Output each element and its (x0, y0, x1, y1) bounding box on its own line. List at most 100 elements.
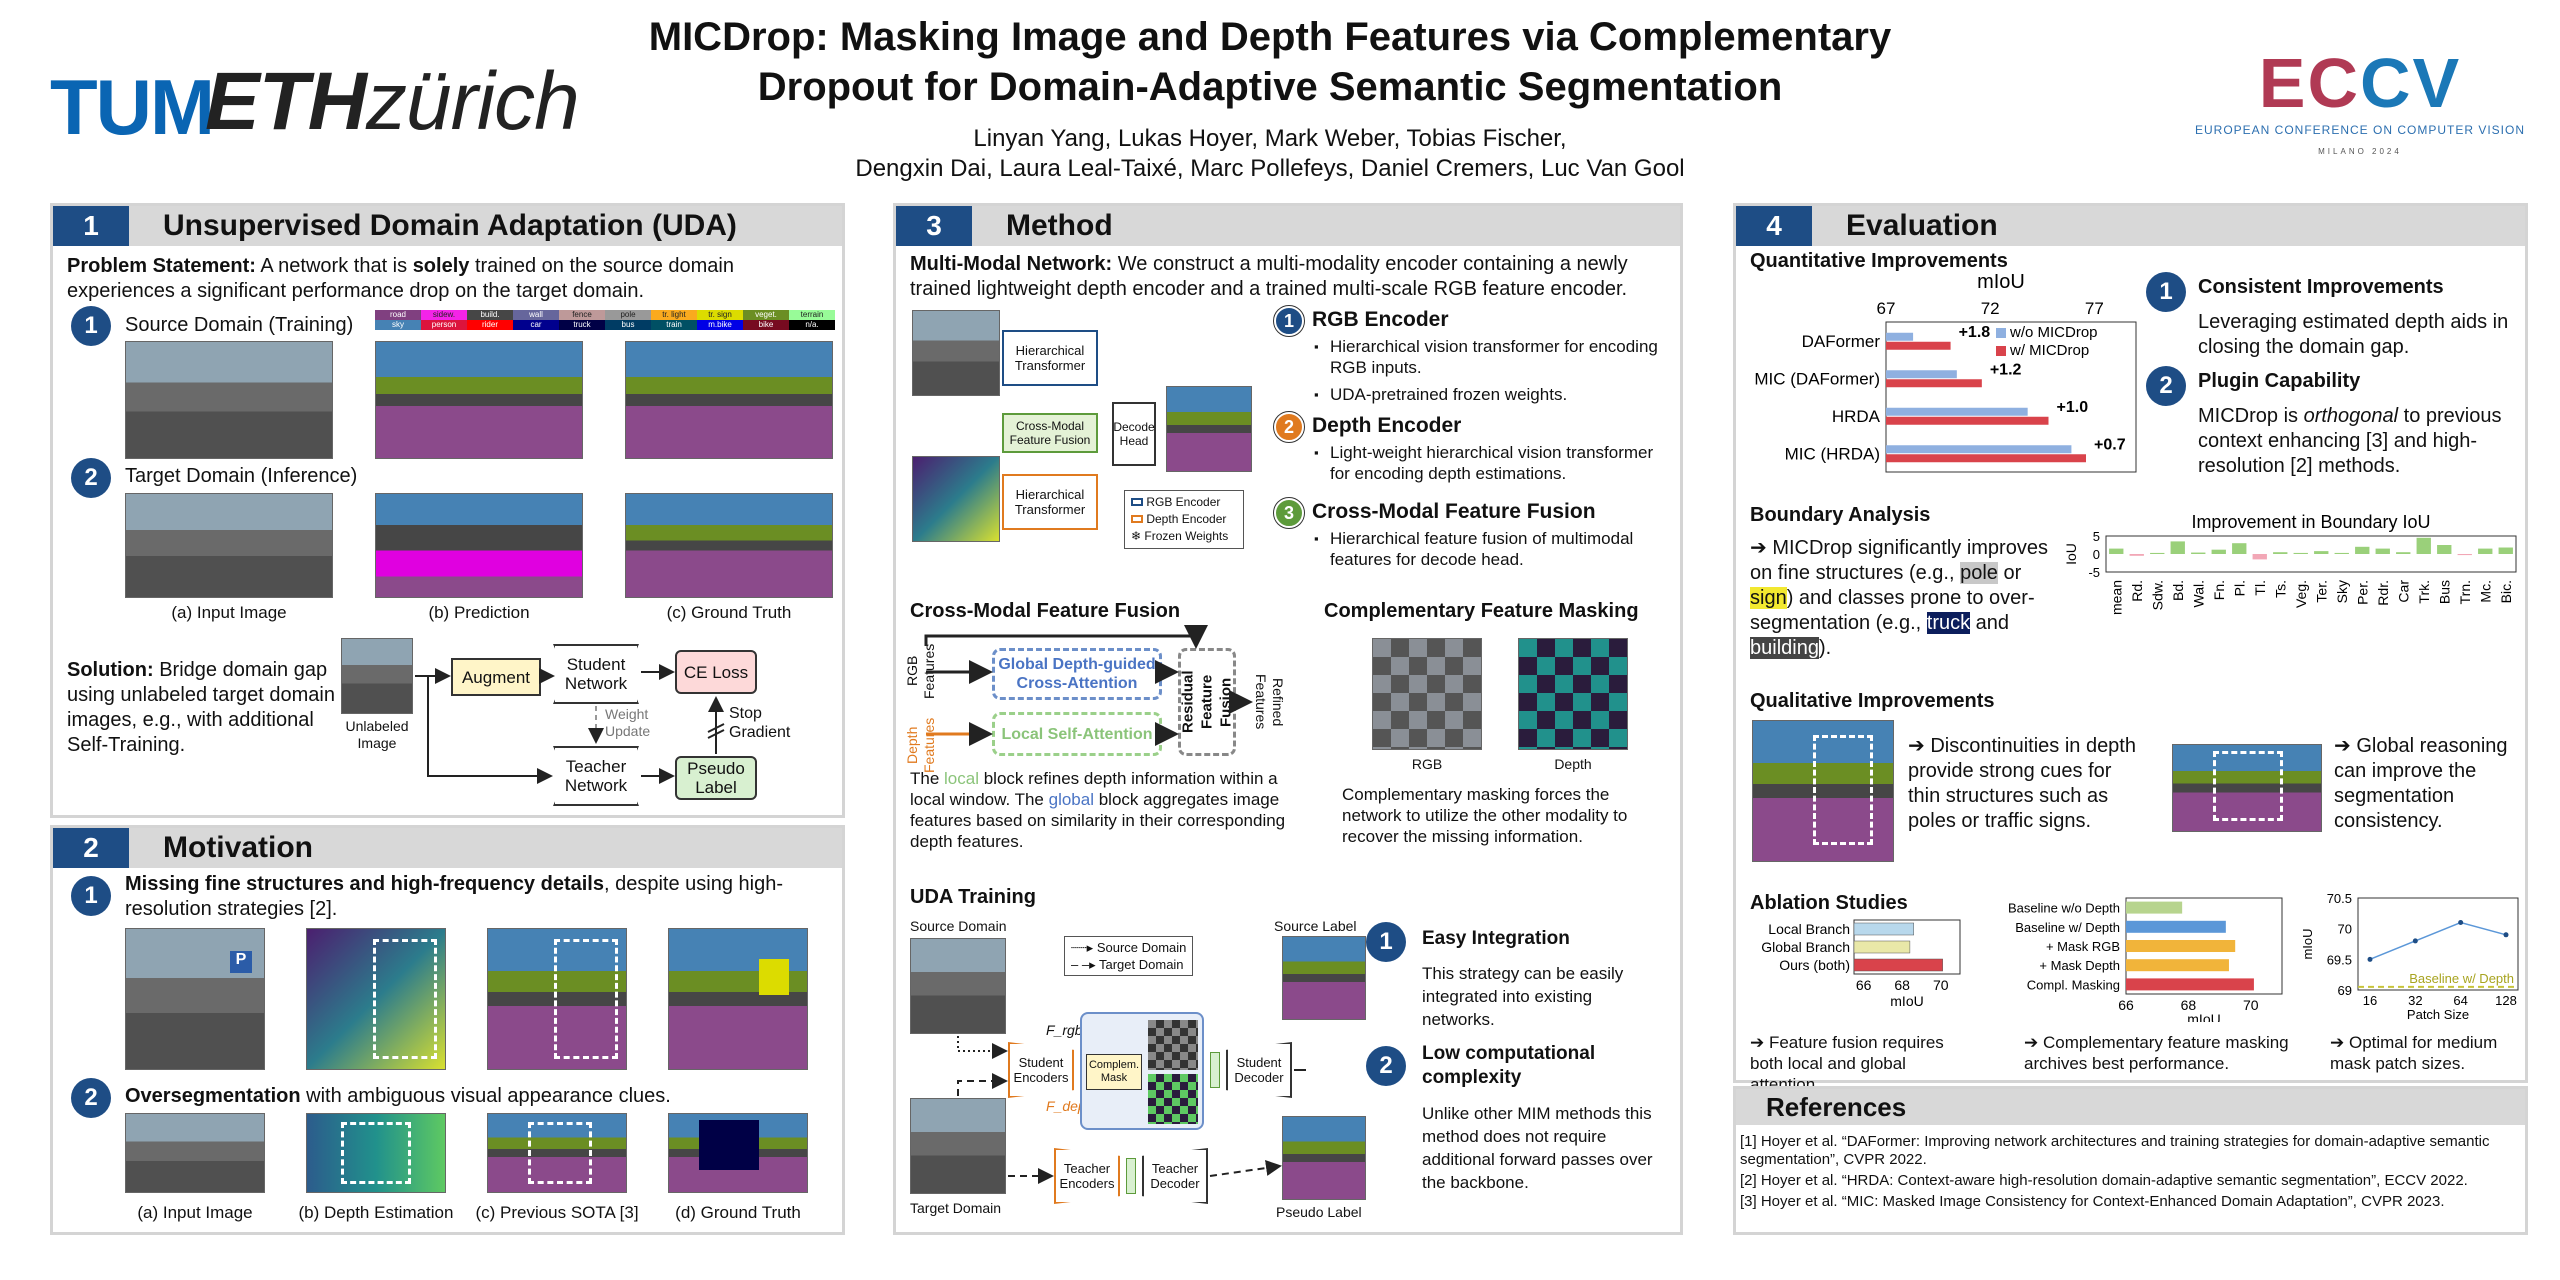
caption-prediction: (b) Prediction (428, 603, 530, 622)
item2-text: Oversegmentation with ambiguous visual a… (125, 1084, 825, 1109)
f-rgb-label: F_rgb (1046, 1022, 1083, 1038)
consistent-title: Consistent Improvements (2198, 276, 2444, 298)
category-label: mean (2108, 580, 2124, 615)
bar-without (1886, 370, 1957, 379)
boundary-title: Boundary Analysis (1750, 504, 1931, 526)
motivation1-depth (306, 928, 446, 1070)
chart-frame (1885, 321, 2137, 473)
highlight-box (341, 1122, 411, 1184)
bar (2396, 552, 2411, 554)
ablation-caption-1: ➔ Feature fusion requires both local and… (1750, 1033, 1944, 1094)
authors-line1: Linyan Yang, Lukas Hoyer, Mark Weber, To… (973, 125, 1567, 152)
weight-update-label: Weight Update (605, 706, 651, 739)
legend-class-pole: pole (605, 310, 651, 320)
enc1-title: RGB Encoder (1312, 308, 1449, 331)
bar (2498, 547, 2513, 554)
highlight-box (554, 939, 618, 1059)
source-prediction-image (375, 341, 583, 459)
enc3-badge: 3 (1273, 497, 1305, 529)
boundary-text-b: ) and classes prone to over-segmentation… (1750, 587, 2035, 634)
enc2-badge: 2 (1273, 411, 1305, 443)
bar (2109, 548, 2124, 554)
pseudo-label-caption: Pseudo Label (1276, 1204, 1362, 1220)
bar (2170, 541, 2185, 554)
x-tick-label: 72 (1981, 299, 2000, 318)
bar-with (1886, 341, 1951, 350)
multimodal-label: Multi-Modal Network: (910, 253, 1113, 275)
enc1-bullet: Hierarchical vision transformer for enco… (1312, 336, 1672, 378)
sign-highlight: sign (1750, 587, 1787, 609)
uda-target-image (910, 1098, 1006, 1194)
target-domain-label: Target Domain (Inference) (125, 465, 358, 487)
boundary-text-a: ➔ MICDrop significantly improves on fine… (1750, 537, 2048, 584)
target-input-image (125, 493, 333, 598)
motivation1-sota (487, 928, 627, 1070)
cfm-rgb-image (1372, 638, 1482, 750)
legend-class-train: train (651, 320, 697, 330)
bar-without (1886, 445, 2072, 454)
multimodal-body: We construct a multi-modality encoder co… (910, 253, 1628, 300)
bar (2375, 548, 2390, 554)
legend-class-fence: fence (559, 310, 605, 320)
data-point (2412, 938, 2418, 944)
category-label: Bic. (2498, 580, 2514, 603)
quant-title: Quantitative Improvements (1750, 250, 2008, 272)
bar (2129, 554, 2144, 556)
chart-title: mIoU (1977, 272, 2025, 293)
series-line (2369, 921, 2507, 961)
category-label: Veg. (2293, 580, 2309, 608)
caption-input: (a) Input Image (137, 1203, 253, 1222)
category-label: Bd. (2170, 580, 2186, 601)
improvement-label: +1.2 (1990, 361, 2022, 378)
cmff-text2: block refines depth information within a… (910, 769, 1278, 809)
chart-frame (2105, 535, 2517, 573)
complementary-mask-panel: Complem. Mask (1080, 1012, 1204, 1130)
section-references: References [1] Hoyer et al. “DAFormer: I… (1733, 1086, 2528, 1235)
y-tick-label: -5 (2088, 565, 2100, 580)
bar (2355, 546, 2370, 554)
references-header: References (1736, 1089, 2525, 1125)
output-segmentation (1166, 386, 1252, 472)
complem-mask-box: Complem. Mask (1086, 1054, 1142, 1090)
y-axis-label: mIoU (2300, 928, 2315, 959)
legend-class-road: road (375, 310, 421, 320)
poster-title: MICDrop: Masking Image and Depth Feature… (620, 12, 1920, 112)
bar-without (1886, 332, 1914, 341)
x-axis-label: mIoU (2187, 1011, 2220, 1022)
caption-input: (a) Input Image (171, 603, 287, 622)
y-tick-label: 0 (2093, 547, 2100, 562)
title-line2: Dropout for Domain-Adaptive Semantic Seg… (757, 65, 1783, 109)
chart-frame (2357, 897, 2519, 991)
student-feature-bar (1210, 1052, 1220, 1088)
consistent-badge: 1 (2146, 272, 2186, 312)
legend-class-truck: truck (559, 320, 605, 330)
section-number: 1 (53, 206, 129, 246)
authors-line2: Dengxin Dai, Laura Leal-Taixé, Marc Poll… (855, 155, 1685, 182)
category-label: Pl. (2231, 580, 2247, 596)
category-label: MIC (HRDA) (1785, 444, 1880, 463)
eth-logo-light: zürich (366, 56, 580, 147)
solution-text: Solution: Bridge domain gap using unlabe… (67, 658, 337, 758)
improvement-label: +1.8 (1959, 324, 1991, 341)
legend-class-bike: bike (743, 320, 789, 330)
uda-flow-arrows (415, 664, 725, 784)
section-title: Motivation (163, 831, 313, 864)
depth-transformer-box: Hierarchical Transformer (1002, 474, 1098, 530)
legend-rgb-text: RGB Encoder (1146, 495, 1221, 509)
cfm-rgb-label: RGB (1411, 756, 1443, 772)
bar-with (1886, 454, 2086, 463)
x-tick-label: 64 (2453, 993, 2467, 1008)
category-label: Ts. (2272, 580, 2288, 598)
qual-text-2: ➔ Global reasoning can improve the segme… (2334, 735, 2508, 832)
enc2-bullet: Light-weight hierarchical vision transfo… (1312, 442, 1672, 484)
category-label: Tl. (2252, 580, 2268, 596)
section-evaluation: 4 Evaluation Quantitative Improvements m… (1733, 203, 2528, 1094)
source-ground-truth-image (625, 341, 833, 459)
y-tick-label: 69.5 (2327, 952, 2352, 967)
enc1-bullet: UDA-pretrained frozen weights. (1312, 384, 1672, 405)
motivation2-sota (487, 1113, 627, 1193)
legend-class-trlight: tr. light (651, 310, 697, 320)
eccv-logo: ECCV EUROPEAN CONFERENCE ON COMPUTER VIS… (2180, 8, 2540, 168)
